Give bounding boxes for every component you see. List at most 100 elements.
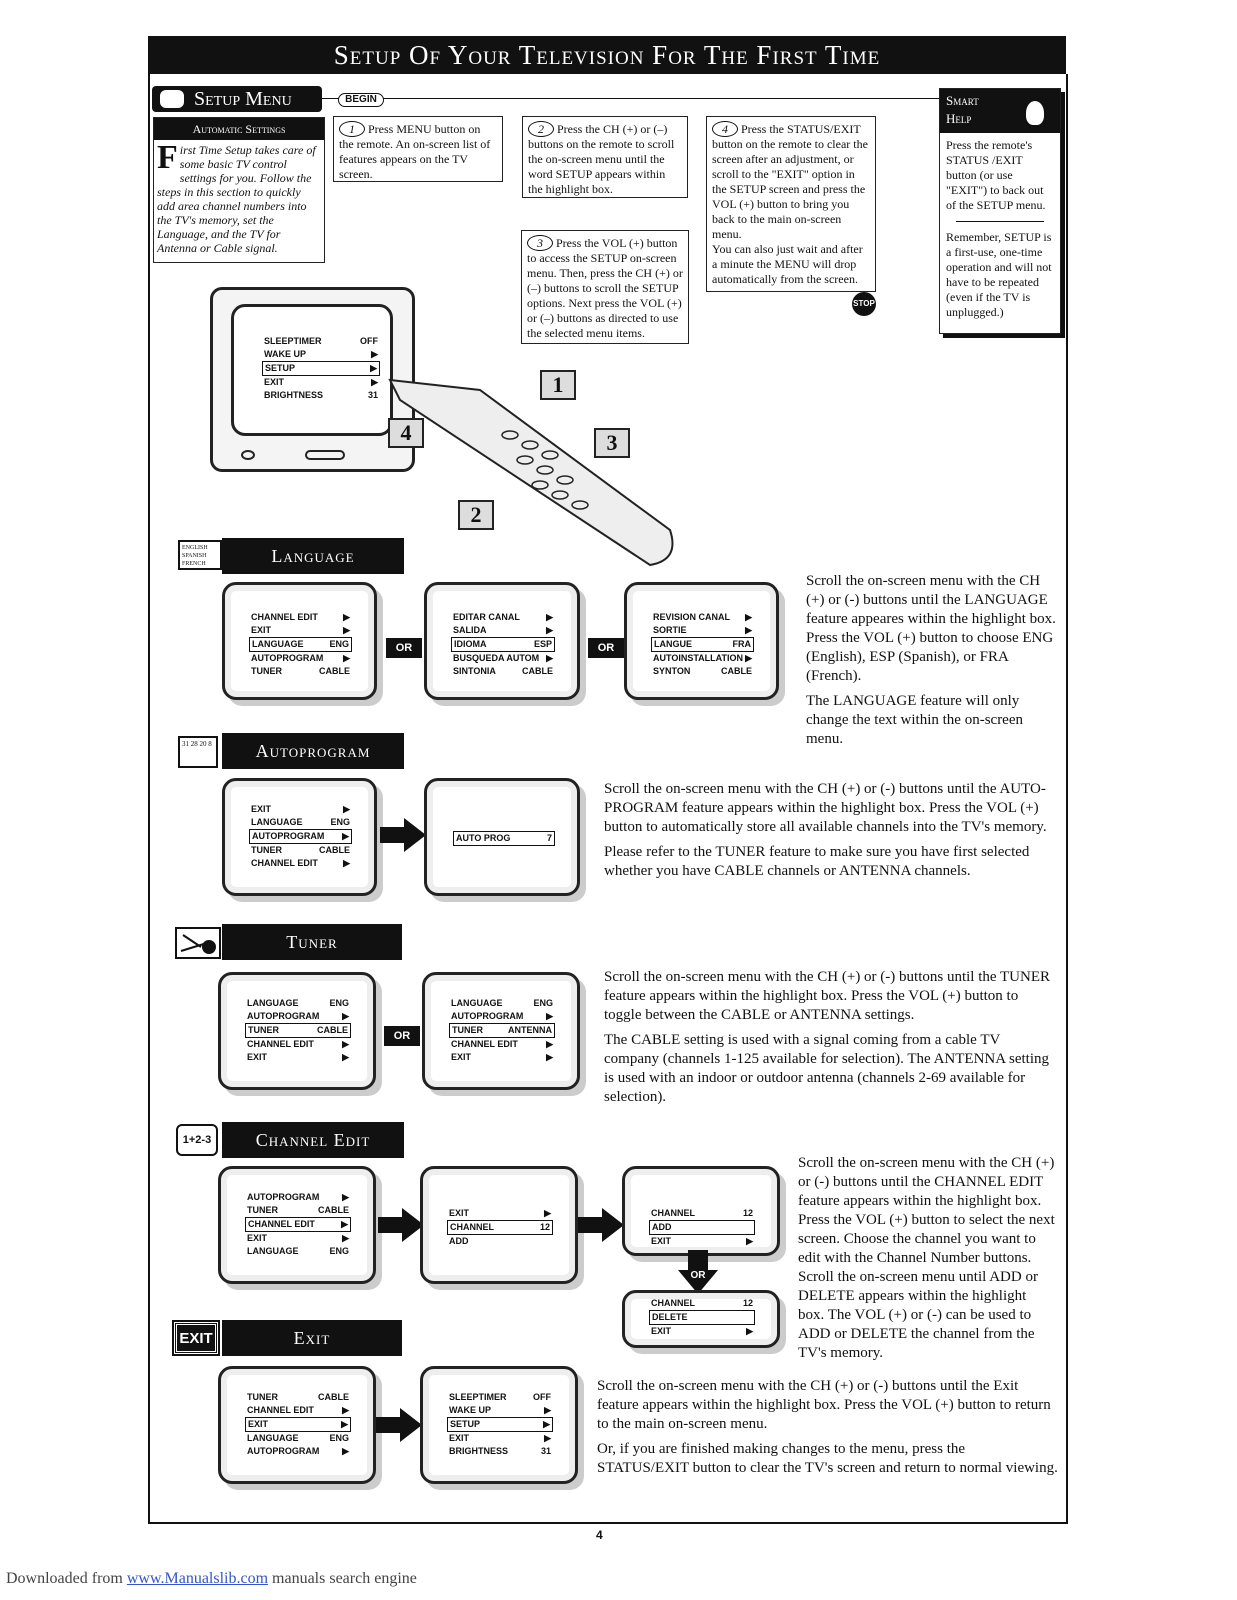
tuner-title: Tuner [222, 924, 402, 960]
menu-row-value: ESP [533, 639, 552, 649]
step-4-number: 4 [712, 121, 738, 137]
menu-row-value: 12 [742, 1298, 753, 1308]
menu-row-value: CABLE [318, 1392, 349, 1402]
menu-row: EXIT▶ [447, 1432, 553, 1445]
channel-edit-title: Channel Edit [222, 1122, 404, 1158]
menu-row: DELETE [649, 1310, 755, 1325]
menu-row-value: ▶ [342, 1052, 349, 1062]
menu-row-label: CHANNEL [651, 1208, 695, 1218]
menu-row-value: ▶ [342, 1039, 349, 1049]
menu-row-value: 31 [367, 390, 378, 400]
menu-row-value: ▶ [342, 1446, 349, 1456]
menu-row-value: ▶ [544, 1405, 551, 1415]
menu-row-label: SETUP [265, 363, 296, 373]
menu-row: CHANNEL EDIT▶ [245, 1217, 351, 1232]
menu-row-label: TUNER [248, 1025, 279, 1035]
intro-text: irst Time Setup takes care of some basic… [157, 143, 316, 255]
menu-row: AUTOPROGRAM▶ [245, 1010, 351, 1023]
tuner-description: Scroll the on-screen menu with the CH (+… [604, 968, 1056, 1113]
lightbulb-icon [1024, 99, 1046, 127]
menu-row-label: AUTOPROGRAM [252, 831, 325, 841]
step-3-text: Press the VOL (+) button to access the S… [527, 236, 683, 340]
language-title: Language [222, 538, 404, 574]
arrow-right-icon [376, 1408, 422, 1442]
arrow-right-icon [380, 818, 426, 852]
menu-row-value: ▶ [342, 1405, 349, 1415]
menu-row: EDITAR CANAL▶ [451, 611, 555, 624]
callout-2: 2 [458, 500, 494, 530]
menu-row: EXIT▶ [262, 376, 380, 389]
menu-row-label: CHANNEL EDIT [248, 1219, 315, 1229]
menu-row: CHANNEL EDIT▶ [449, 1038, 555, 1051]
menu-row-value: ▶ [543, 1419, 550, 1429]
autoprogram-screen-progress: AUTO PROG 7 [424, 778, 580, 896]
menu-row-value: ▶ [546, 1052, 553, 1062]
menu-row: AUTOINSTALLATION▶ [651, 652, 754, 665]
menu-row-label: EXIT [248, 1419, 269, 1429]
menu-row-value: ▶ [546, 625, 553, 635]
menu-row-label: SYNTON [653, 666, 691, 676]
menu-row: BUSQUEDA AUTOM▶ [451, 652, 555, 665]
step-4-text: Press the STATUS/EXIT button on the remo… [712, 122, 868, 241]
exit-sign-icon: EXIT [172, 1320, 220, 1356]
menu-row-value: ▶ [342, 1233, 349, 1243]
language-description: Scroll the on-screen menu with the CH (+… [806, 572, 1060, 755]
menu-row-label: BRIGHTNESS [264, 390, 324, 400]
menu-row-value: ENG [329, 639, 349, 649]
menu-row: ADD [649, 1220, 755, 1235]
smart-help-divider [956, 221, 1044, 222]
menu-row-value: ▶ [745, 625, 752, 635]
menu-row: AUTOPROGRAM▶ [245, 1445, 351, 1458]
autoprogram-desc-2: Please refer to the TUNER feature to mak… [604, 844, 1030, 879]
autoprogram-title: Autoprogram [222, 733, 404, 769]
menu-row: AUTOPROGRAM▶ [249, 829, 352, 844]
language-desc-1: Scroll the on-screen menu with the CH (+… [806, 573, 1056, 684]
menu-row-label: CHANNEL EDIT [251, 858, 318, 868]
menu-row-label: TUNER [247, 1205, 278, 1215]
menu-row-label: AUTOPROGRAM [247, 1011, 320, 1021]
menu-row-label: AUTOPROGRAM [451, 1011, 524, 1021]
menu-row: REVISION CANAL▶ [651, 611, 754, 624]
tv-screen-icon [160, 90, 184, 108]
menu-row: SETUP▶ [447, 1417, 553, 1432]
autoprogram-desc-1: Scroll the on-screen menu with the CH (+… [604, 781, 1047, 835]
menu-row-label: LANGUAGE [247, 1433, 299, 1443]
language-icon: ENGLISH SPANISH FRENCH [178, 540, 222, 570]
setup-menu-title: Setup Menu [194, 88, 292, 110]
menu-row-label: EXIT [651, 1326, 672, 1336]
menu-row-label: LANGUAGE [247, 998, 299, 1008]
menu-row-value: ▶ [745, 653, 752, 663]
menu-row-value: ▶ [746, 1236, 753, 1246]
menu-row-value: ANTENNA [508, 1025, 552, 1035]
download-footer: Downloaded from www.Manualslib.com manua… [6, 1570, 417, 1588]
menu-row-value: 12 [539, 1222, 550, 1232]
tuner-desc-2: The CABLE setting is used with a signal … [604, 1032, 1050, 1105]
auto-settings-title: Automatic Settings [154, 118, 324, 140]
manualslib-link[interactable]: www.Manualslib.com [126, 1570, 269, 1587]
auto-settings-box: Automatic Settings F irst Time Setup tak… [153, 117, 325, 263]
menu-row-label: CHANNEL EDIT [247, 1039, 314, 1049]
menu-row-label: TUNER [247, 1392, 278, 1402]
menu-row-label: LANGUAGE [247, 1246, 299, 1256]
menu-row-value: ▶ [370, 363, 377, 373]
footer-suffix: manuals search engine [268, 1570, 417, 1587]
